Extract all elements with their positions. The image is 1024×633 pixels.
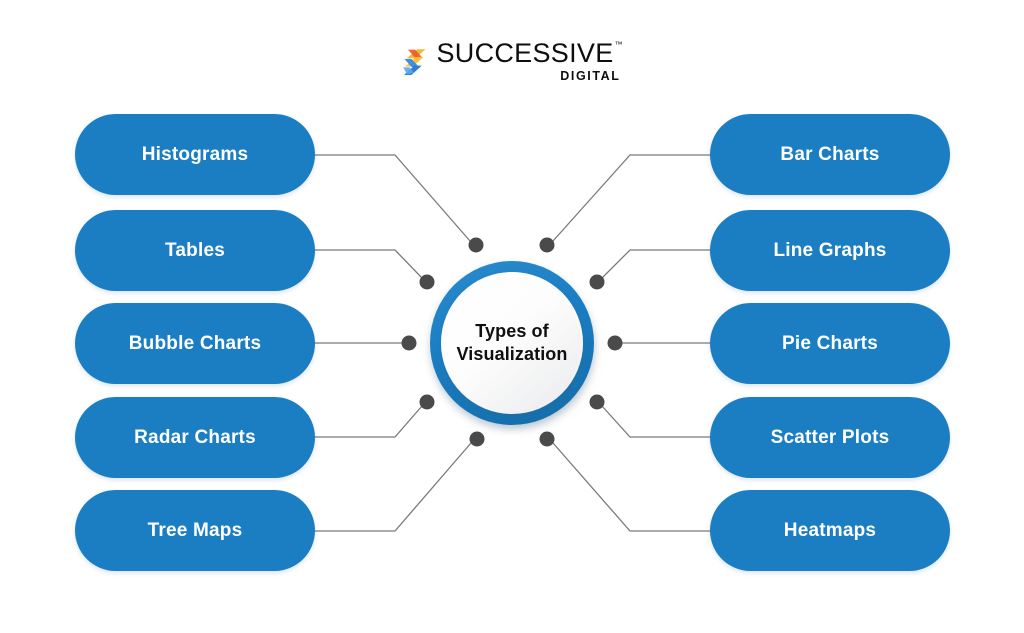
node-label: Heatmaps	[783, 519, 877, 541]
node-bubble-charts[interactable]: Bubble Charts	[75, 303, 315, 384]
hub-dot-left-1	[468, 237, 484, 253]
hub-dot-right-5	[539, 431, 555, 447]
trademark-symbol: ™	[614, 39, 623, 49]
node-tree-maps[interactable]: Tree Maps	[75, 490, 315, 571]
node-label: Bubble Charts	[128, 332, 262, 354]
brand-name: SUCCESSIVE	[436, 37, 614, 68]
connector-left-1	[314, 154, 471, 242]
node-label: Scatter Plots	[770, 426, 890, 448]
node-scatter-plots[interactable]: Scatter Plots	[710, 397, 950, 478]
connector-right-4	[601, 405, 711, 438]
connector-right-1	[552, 154, 711, 242]
hub-dot-left-3	[401, 335, 417, 351]
node-bar-charts[interactable]: Bar Charts	[710, 114, 950, 195]
node-label: Histograms	[141, 143, 249, 165]
connector-right-2	[601, 249, 711, 279]
node-label: Pie Charts	[782, 332, 878, 354]
brand-wordmark: SUCCESSIVE ™ DIGITAL	[436, 37, 623, 83]
hub-inner: Types of Visualization	[441, 272, 583, 414]
connector-left-4	[314, 405, 423, 438]
node-radar-charts[interactable]: Radar Charts	[75, 397, 315, 478]
node-line-graphs[interactable]: Line Graphs	[710, 210, 950, 291]
node-label: Radar Charts	[134, 426, 256, 448]
brand-logo: SUCCESSIVE ™ DIGITAL	[0, 38, 1024, 84]
hub-dot-right-1	[539, 237, 555, 253]
node-pie-charts[interactable]: Pie Charts	[710, 303, 950, 384]
connector-left-2	[314, 249, 423, 279]
node-label: Line Graphs	[773, 239, 887, 261]
node-label: Tables	[165, 239, 225, 261]
node-tables[interactable]: Tables	[75, 210, 315, 291]
hub-dot-left-5	[469, 431, 485, 447]
hub-dot-right-3	[607, 335, 623, 351]
node-label: Bar Charts	[780, 143, 880, 165]
node-histograms[interactable]: Histograms	[75, 114, 315, 195]
node-heatmaps[interactable]: Heatmaps	[710, 490, 950, 571]
node-label: Tree Maps	[147, 519, 243, 541]
hub-title: Types of Visualization	[456, 320, 568, 364]
center-hub[interactable]: Types of Visualization	[430, 261, 598, 431]
brand-subtitle: DIGITAL	[560, 68, 621, 83]
connector-right-5	[552, 442, 711, 532]
connector-left-5	[314, 442, 472, 532]
successive-chevron-logo-icon	[401, 48, 427, 76]
